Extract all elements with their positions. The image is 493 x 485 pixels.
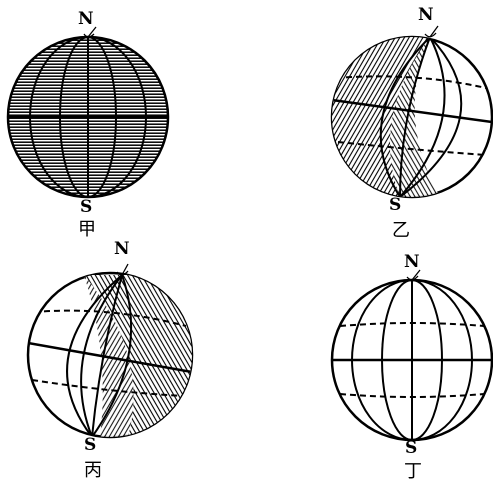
- rotation-arrow-icon: [411, 269, 421, 281]
- night-side: [332, 37, 430, 197]
- south-label: S: [80, 197, 92, 217]
- globe-ding: N S 丁: [330, 252, 493, 482]
- caption-yi: 乙: [392, 220, 410, 241]
- rotation-arrow-icon: [121, 263, 129, 276]
- night-side: [84, 275, 192, 437]
- rotation-arrow-icon: [116, 270, 129, 276]
- north-label: N: [418, 5, 434, 25]
- rotation-arrow-icon: [429, 25, 439, 38]
- globe-yi: N S 乙: [330, 5, 493, 241]
- caption-ding: 丁: [404, 461, 422, 482]
- south-label: S: [84, 435, 96, 455]
- rotation-arrow-icon: [406, 275, 419, 281]
- north-label: N: [404, 252, 420, 272]
- caption-jia: 甲: [78, 219, 96, 240]
- caption-bing: 丙: [84, 460, 102, 481]
- globe-bing: N S 丙: [26, 239, 194, 481]
- globe-jia: N S 甲: [6, 9, 170, 240]
- north-label: N: [114, 239, 130, 259]
- rotation-arrow-icon: [87, 26, 97, 38]
- south-label: S: [389, 195, 401, 215]
- rotation-arrow-icon: [424, 32, 437, 38]
- rotation-arrow-icon: [83, 33, 95, 38]
- north-label: N: [78, 9, 94, 29]
- south-label: S: [405, 438, 417, 458]
